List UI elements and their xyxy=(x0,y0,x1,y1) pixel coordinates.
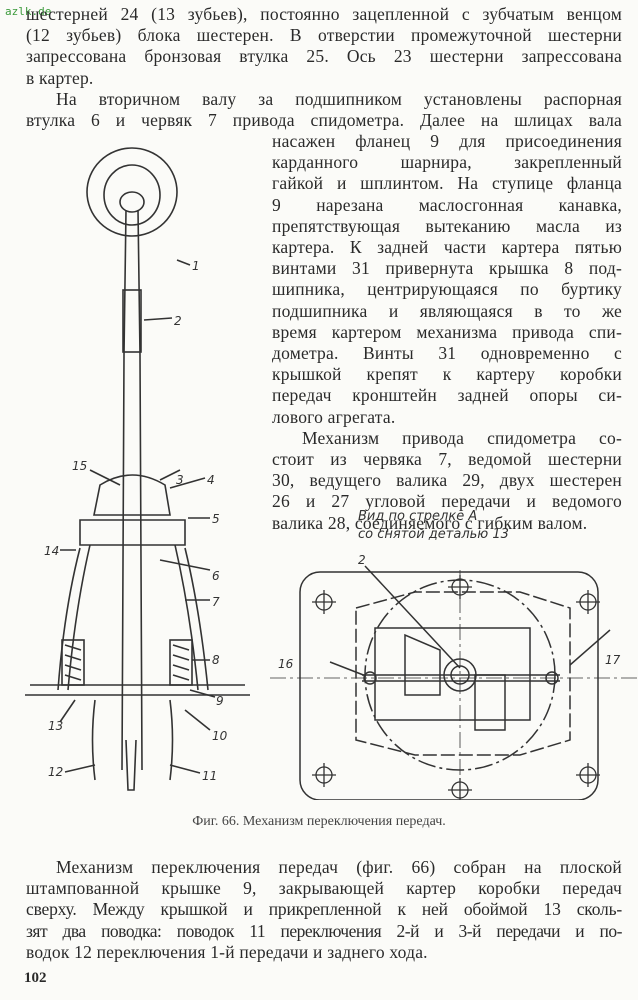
callout: 14 xyxy=(44,544,59,558)
text-line: штампованной крышке 9, закрывающей карте… xyxy=(26,878,622,899)
text-line: винтами 31 привернута крышка 8 под- xyxy=(272,258,622,279)
text-line: дометра. Винты 31 одновременно с xyxy=(272,343,622,364)
text-line: насажен фланец 9 для присоединения xyxy=(272,131,622,151)
text-line: 26 и 27 угловой передачи и ведомого xyxy=(272,491,622,512)
right-column-text: насажен фланец 9 для присоединения карда… xyxy=(272,131,622,534)
text-line: препятствующая вытеканию масла из xyxy=(272,215,622,236)
callout: 11 xyxy=(202,769,217,783)
view-label-line: со снятой деталью 13 xyxy=(358,527,509,542)
text-line: крышкой крепят к картеру коробки xyxy=(272,364,622,385)
text-line: 30, ведущего валика 29, двух шестерен xyxy=(272,470,622,491)
page-number: 102 xyxy=(24,970,47,986)
text-line: На вторичном валу за подшипником установ… xyxy=(56,88,622,109)
callout-labels: 1 2 3 4 5 6 7 8 9 10 11 12 13 14 15 xyxy=(44,259,228,783)
text-line: водок 12 переключения 1-й передачи и зад… xyxy=(26,941,428,962)
text-line: валика 28, соединяемого с гибким валом. xyxy=(272,512,588,533)
text-line: шестерней 24 (13 зубьев), постоянно заце… xyxy=(26,4,622,24)
callout: 13 xyxy=(48,719,63,733)
text-line: гайкой и шплинтом. На ступице фланца xyxy=(272,173,622,194)
callout: 2 xyxy=(358,553,366,567)
callout: 16 xyxy=(278,657,294,671)
watermark: azlk.de xyxy=(5,5,52,18)
callout: 2 xyxy=(174,314,182,328)
text-line: время картером механизма привода спи- xyxy=(272,321,622,342)
gear-lever-drawing: 1 2 3 4 5 6 7 8 9 10 11 12 13 14 15 xyxy=(25,147,250,791)
text-line: подшипника и являющаяся в то же xyxy=(272,300,622,321)
callout: 15 xyxy=(72,459,87,473)
top-paragraph: шестерней 24 (13 зубьев), постоянно заце… xyxy=(26,4,622,131)
text-line: Механизм переключения передач (фиг. 66) … xyxy=(56,857,622,877)
view-label-line: Вид по стрелке А xyxy=(358,509,478,524)
callout: 3 xyxy=(176,473,184,487)
callout: 17 xyxy=(605,653,621,667)
top-view-drawing: 2 16 17 xyxy=(270,553,638,800)
callout: 4 xyxy=(207,473,215,487)
callout: 12 xyxy=(48,765,63,779)
callout: 1 xyxy=(192,259,200,273)
text-line: Механизм привода спидометра со- xyxy=(302,427,622,448)
text-line: шипника, центрирующаяся по буртику xyxy=(272,279,622,300)
view-label: Вид по стрелке А со снятой деталью 13 xyxy=(358,508,509,544)
callout: 9 xyxy=(216,694,224,708)
bottom-paragraph: Механизм переключения передач (фиг. 66) … xyxy=(26,857,623,963)
text-line: (12 зубьев) блока шестерен. В отверстии … xyxy=(26,25,622,46)
text-line: сверху. Между крышкой и прикрепленной к … xyxy=(26,899,622,920)
callout: 6 xyxy=(212,569,220,583)
text-line: зят два поводка: поводок 11 переключения… xyxy=(26,920,623,941)
text-line: картера. К задней части картера пятью xyxy=(272,237,622,258)
callout: 7 xyxy=(212,595,220,609)
text-line: стоит из червяка 7, ведомой шестерни xyxy=(272,449,622,470)
text-line: втулка 6 и червяк 7 привода спидометра. … xyxy=(26,110,622,131)
callout: 8 xyxy=(212,653,220,667)
callout: 5 xyxy=(212,512,220,526)
text-line: в картер. xyxy=(26,67,94,88)
callout: 10 xyxy=(212,729,228,743)
text-line: запрессована бронзовая втулка 25. Ось 23… xyxy=(26,46,622,67)
text-line: передач кронштейн задней опоры си- xyxy=(272,385,622,406)
text-line: 9 нарезана маслосгонная канавка, xyxy=(272,194,622,215)
figure-caption: Фиг. 66. Механизм переключения передач. xyxy=(192,814,446,829)
text-line: карданного шарнира, закрепленный xyxy=(272,152,622,173)
text-line: лового агрегата. xyxy=(272,406,396,427)
